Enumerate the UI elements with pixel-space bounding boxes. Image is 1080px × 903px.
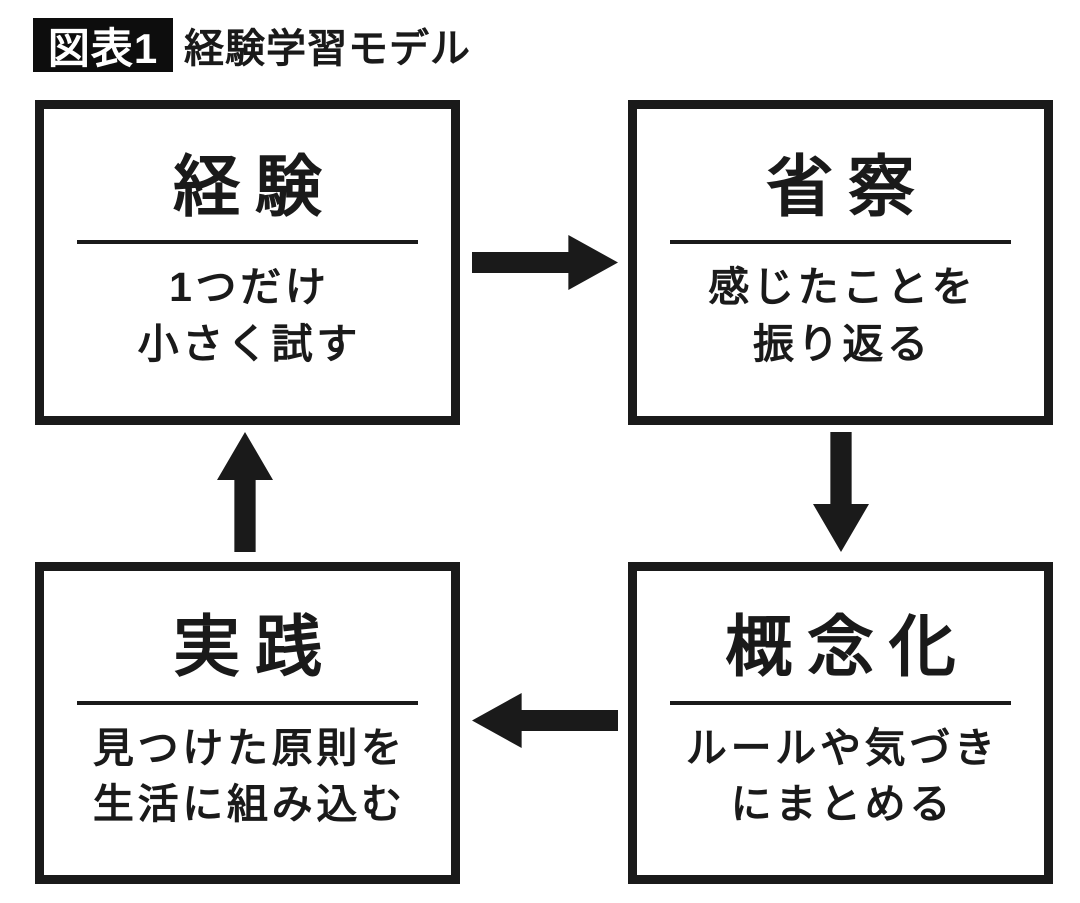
node-experience-heading: 経験 bbox=[173, 149, 337, 225]
node-conceptualization-line-2: にまとめる bbox=[730, 781, 955, 828]
node-practice: 実践 見つけた原則を 生活に組み込む bbox=[35, 562, 460, 884]
node-practice-divider bbox=[76, 700, 419, 705]
arrow-left-icon bbox=[472, 693, 618, 748]
figure-title: 経験学習モデル bbox=[184, 27, 471, 71]
node-conceptualization: 概念化 ルールや気づき にまとめる bbox=[628, 562, 1053, 884]
node-practice-line-1: 見つけた原則を bbox=[92, 724, 406, 771]
arrow-up-icon bbox=[217, 432, 273, 552]
figure-header: 図表1 経験学習モデル bbox=[33, 16, 471, 74]
node-reflection-divider bbox=[669, 240, 1012, 245]
node-reflection-line-2: 振り返る bbox=[752, 320, 932, 367]
node-conceptualization-line-1: ルールや気づき bbox=[685, 724, 999, 771]
node-experience-line-1: 1つだけ bbox=[169, 264, 330, 311]
node-conceptualization-heading: 概念化 bbox=[725, 610, 971, 686]
arrow-right-icon bbox=[472, 235, 618, 290]
node-experience-divider bbox=[76, 240, 419, 245]
node-practice-heading: 実践 bbox=[173, 610, 337, 686]
node-reflection-heading: 省察 bbox=[766, 149, 930, 225]
arrow-down-icon bbox=[813, 432, 869, 552]
node-experience: 経験 1つだけ 小さく試す bbox=[35, 100, 460, 425]
node-reflection-line-1: 感じたことを bbox=[708, 264, 977, 311]
node-reflection: 省察 感じたことを 振り返る bbox=[628, 100, 1053, 425]
figure-number-badge: 図表1 bbox=[33, 18, 173, 72]
node-conceptualization-divider bbox=[669, 700, 1012, 705]
node-experience-line-2: 小さく試す bbox=[137, 320, 362, 367]
node-practice-line-2: 生活に組み込む bbox=[92, 781, 406, 828]
